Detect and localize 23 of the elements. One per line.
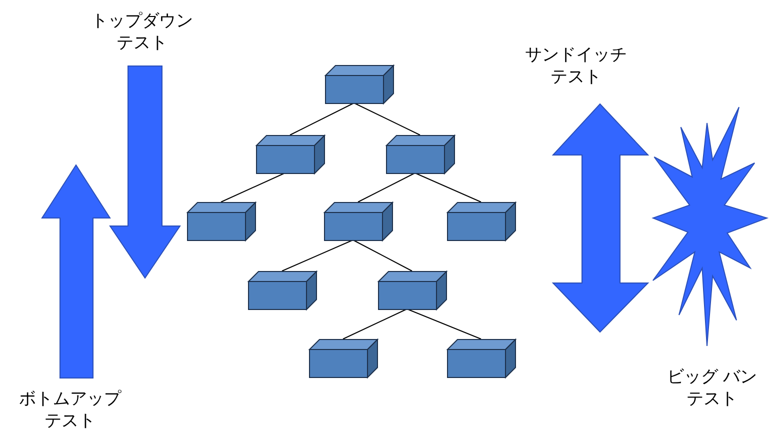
test-label: ボトムアップテスト: [18, 388, 122, 432]
module-box: [325, 65, 394, 104]
connector-line: [358, 172, 416, 202]
module-box: [309, 339, 378, 378]
module-box: [378, 271, 447, 310]
test-label: トップダウンテスト: [90, 10, 194, 54]
module-box: [187, 202, 256, 241]
module-box: [324, 202, 393, 241]
connector-line: [354, 102, 420, 136]
connector-line: [282, 240, 354, 272]
connector-line: [406, 308, 482, 340]
connector-line: [290, 102, 354, 136]
connector-line: [220, 172, 286, 202]
test-label: ビッグ バンテスト: [666, 366, 758, 410]
module-box: [386, 135, 455, 174]
module-box: [447, 339, 516, 378]
module-box: [256, 135, 325, 174]
connector-line: [342, 308, 408, 340]
connector-line: [414, 172, 482, 202]
test-label: サンドイッチテスト: [524, 44, 628, 88]
connector-line: [352, 240, 412, 272]
module-box: [248, 271, 317, 310]
module-box: [447, 202, 516, 241]
